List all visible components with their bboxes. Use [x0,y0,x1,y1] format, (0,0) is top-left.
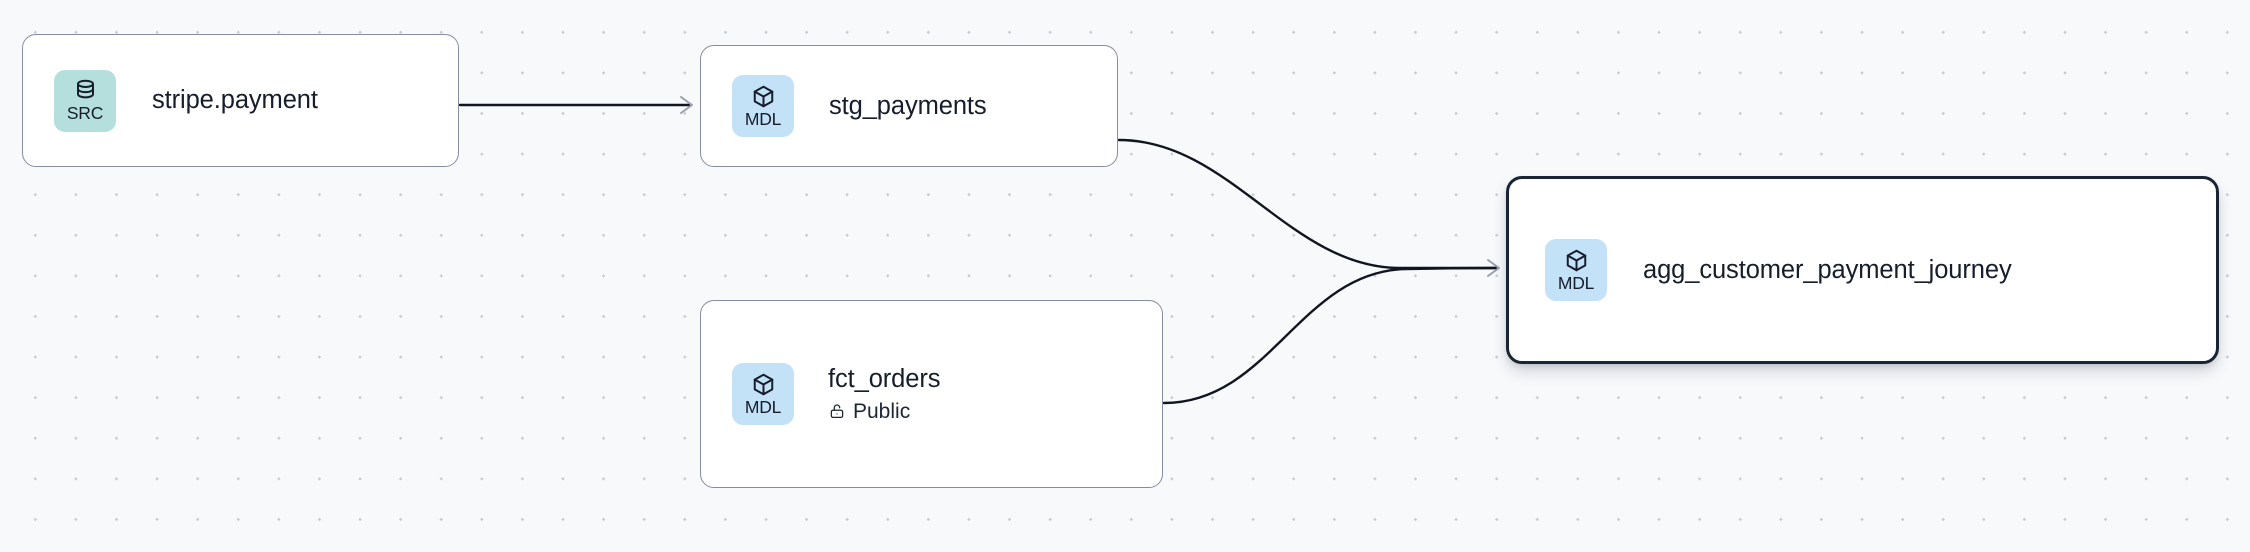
edge-stg-to-agg [1117,138,1498,270]
arrowhead-agg-customer [1487,259,1500,277]
node-stg-payments[interactable]: MDL stg_payments [700,45,1118,167]
model-badge-label: MDL [1557,272,1595,293]
cube-icon [753,85,773,108]
model-badge: MDL [1545,239,1607,301]
node-stripe-payment[interactable]: SRC stripe.payment [22,34,459,167]
node-title: stripe.payment [152,86,318,115]
node-body: stripe.payment [152,86,318,115]
node-title: agg_customer_payment_journey [1643,255,2012,284]
source-badge-label: SRC [66,103,104,124]
model-badge: MDL [732,75,794,137]
node-body: stg_payments [829,92,987,121]
model-badge-label: MDL [744,396,782,417]
cube-icon [753,373,773,396]
unlock-icon [830,404,844,419]
node-body: fct_orders Public [828,365,940,423]
node-agg-customer-payment-journey[interactable]: MDL agg_customer_payment_journey [1506,176,2219,364]
visibility-status: Public [828,400,940,423]
node-title: stg_payments [829,91,987,120]
node-body: agg_customer_payment_journey [1643,256,2012,285]
node-title: fct_orders [828,365,941,394]
model-badge: MDL [732,363,794,425]
arrowhead-stg-payments [680,96,693,114]
cube-icon [1566,249,1586,272]
edge-fct-to-agg [1162,266,1498,405]
source-badge: SRC [54,69,116,132]
node-fct-orders[interactable]: MDL fct_orders Public [700,300,1163,488]
database-icon [76,79,94,99]
visibility-label: Public [853,399,911,423]
model-badge-label: MDL [744,108,782,129]
